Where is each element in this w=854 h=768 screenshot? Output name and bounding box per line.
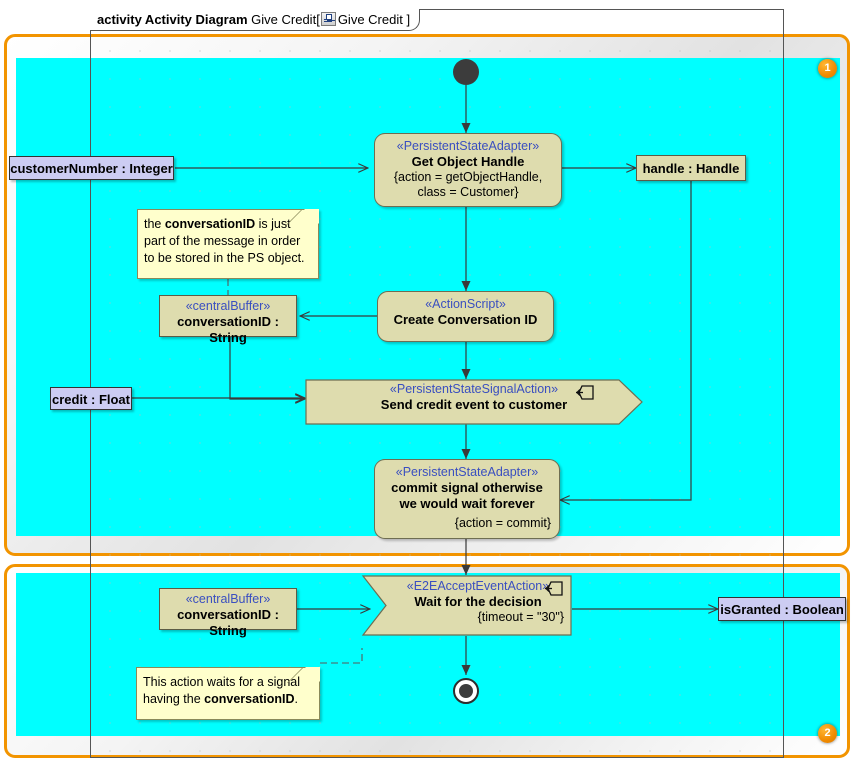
activity-final-node-inner — [459, 684, 473, 698]
object-node-handle-label: handle : Handle — [642, 161, 740, 176]
activity-final-node[interactable] — [453, 678, 479, 704]
pin-is-granted-label: isGranted : Boolean — [720, 602, 844, 617]
note-waits-for-signal[interactable]: This action waits for a signal having th… — [136, 667, 320, 720]
region-1-badge: 1 — [818, 59, 837, 78]
diagram-frame — [90, 9, 784, 758]
frame-name: Give Credit — [251, 12, 317, 27]
send-signal-icon — [576, 385, 594, 400]
central-buffer-bottom-name: conversationID : String — [177, 607, 279, 638]
action-wait-for-decision-constraint: {timeout = "30"} — [477, 610, 564, 624]
action-create-conversation-id[interactable]: «ActionScript» Create Conversation ID — [377, 291, 554, 342]
action-send-credit-event-name: Send credit event to customer — [380, 397, 568, 412]
accept-event-shape — [361, 575, 572, 636]
pin-customer-number-label: customerNumber : Integer — [10, 161, 173, 176]
activity-diagram-icon — [320, 12, 336, 26]
note-waits-for-signal-pre: This action waits for a signal having th… — [143, 675, 301, 706]
action-commit-signal-name-1: commit signal otherwise — [391, 480, 543, 495]
action-create-conversation-id-name: Create Conversation ID — [393, 312, 538, 327]
pin-customer-number[interactable]: customerNumber : Integer — [9, 156, 174, 180]
action-commit-signal-stereotype: «PersistentStateAdapter» — [395, 465, 539, 479]
central-buffer-bottom[interactable]: «centralBuffer» conversationID : String — [159, 588, 297, 638]
action-get-object-handle[interactable]: «PersistentStateAdapter» Get Object Hand… — [374, 133, 562, 207]
action-send-credit-event-stereotype: «PersistentStateSignalAction» — [389, 382, 559, 396]
action-wait-for-decision-name: Wait for the decision — [414, 594, 542, 609]
note-conversation-part-post: is just part of the message in order to … — [144, 217, 305, 265]
action-get-object-handle-name: Get Object Handle — [411, 154, 525, 169]
pin-credit-label: credit : Float — [51, 392, 130, 407]
central-buffer-bottom-stereotype: «centralBuffer» — [185, 592, 271, 606]
note-fold-icon — [304, 209, 319, 224]
accept-event-icon — [545, 581, 563, 596]
action-create-conversation-id-stereotype: «ActionScript» — [425, 297, 506, 311]
note-waits-for-signal-bold: conversationID — [204, 692, 295, 706]
note-waits-for-signal-post: . — [294, 692, 298, 706]
central-buffer-top-name: conversationID : String — [177, 314, 279, 345]
frame-bracket-open: [ — [316, 12, 320, 27]
initial-node[interactable] — [453, 59, 479, 85]
action-send-credit-event[interactable]: «PersistentStateSignalAction» Send credi… — [305, 379, 643, 425]
diagram-frame-label: activity Activity Diagram Give Credit[Gi… — [90, 9, 421, 31]
action-commit-signal-name-2: we would wait forever — [399, 496, 535, 511]
note-conversation-part-pre: the — [144, 217, 165, 231]
note-fold-icon-2 — [305, 667, 320, 682]
action-commit-signal[interactable]: «PersistentStateAdapter» commit signal o… — [374, 459, 560, 539]
pin-is-granted[interactable]: isGranted : Boolean — [718, 597, 846, 621]
action-get-object-handle-constraint-1: {action = getObjectHandle, — [393, 170, 543, 184]
pin-credit[interactable]: credit : Float — [50, 387, 132, 410]
action-get-object-handle-stereotype: «PersistentStateAdapter» — [396, 139, 540, 153]
action-wait-for-decision[interactable]: «E2EAcceptEventAction» Wait for the deci… — [361, 575, 572, 636]
frame-bracket-name: Give Credit — [337, 12, 403, 27]
note-conversation-part-bold: conversationID — [164, 217, 256, 231]
note-conversation-part[interactable]: the conversationID is just part of the m… — [137, 209, 319, 279]
central-buffer-top-stereotype: «centralBuffer» — [185, 299, 271, 313]
central-buffer-top[interactable]: «centralBuffer» conversationID : String — [159, 295, 297, 345]
object-node-handle[interactable]: handle : Handle — [636, 155, 746, 181]
action-get-object-handle-constraint-2: class = Customer} — [417, 185, 519, 199]
send-signal-shape — [305, 379, 643, 425]
region-2-badge: 2 — [818, 724, 837, 743]
action-wait-for-decision-stereotype: «E2EAcceptEventAction» — [406, 579, 550, 593]
action-commit-signal-constraint: {action = commit} — [454, 516, 551, 530]
frame-keyword: activity Activity Diagram — [97, 12, 248, 27]
frame-bracket-close: ] — [406, 12, 411, 27]
